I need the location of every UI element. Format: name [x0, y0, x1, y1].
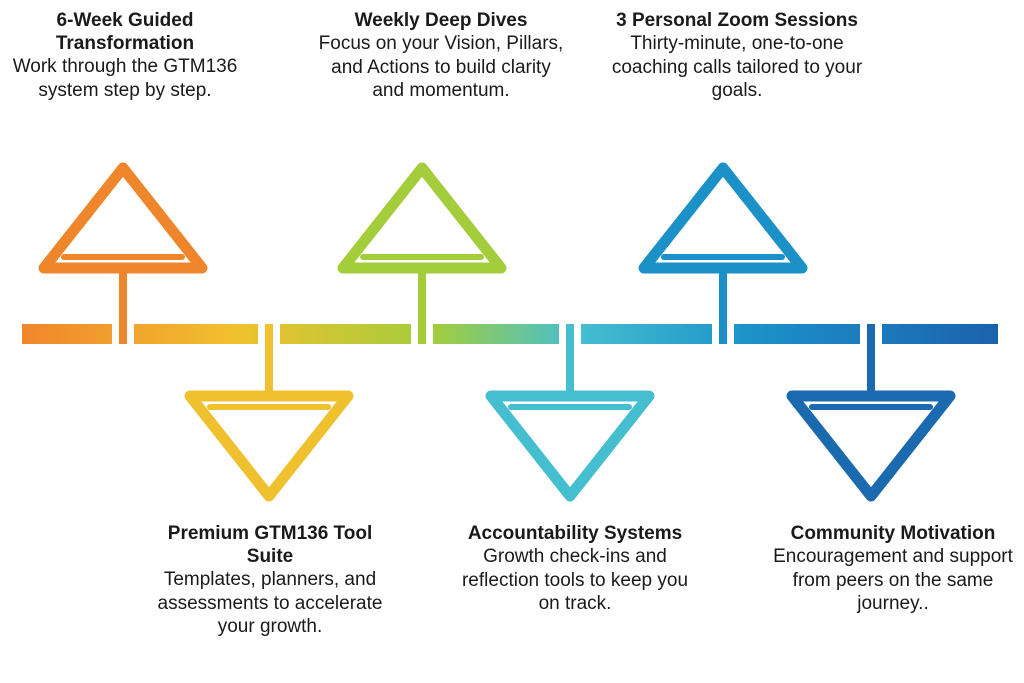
arrow-up-icon — [38, 162, 208, 346]
step-3-text: Weekly Deep Dives Focus on your Vision, … — [314, 9, 568, 103]
step-4-description: Growth check-ins and reflection tools to… — [461, 546, 689, 614]
timeline-bar — [22, 324, 998, 344]
step-1-title: 6-Week Guided Transformation — [55, 10, 195, 54]
step-2-title: Premium GTM136 Tool Suite — [167, 523, 373, 567]
step-6-text: Community Motivation Encouragement and s… — [764, 522, 1022, 616]
step-5-text: 3 Personal Zoom Sessions Thirty-minute, … — [611, 9, 863, 103]
step-3-description: Focus on your Vision, Pillars, and Actio… — [318, 33, 564, 101]
step-6-description: Encouragement and support from peers on … — [773, 546, 1013, 614]
step-1-description: Work through the GTM136 system step by s… — [12, 56, 238, 101]
arrow-up-icon — [337, 162, 507, 346]
arrow-down-icon — [485, 324, 655, 502]
step-2-description: Templates, planners, and assessments to … — [157, 569, 383, 637]
step-3-title: Weekly Deep Dives — [354, 10, 528, 31]
step-6-title: Community Motivation — [790, 523, 996, 544]
step-2-text: Premium GTM136 Tool Suite Templates, pla… — [145, 522, 395, 639]
step-5-description: Thirty-minute, one-to-one coaching calls… — [611, 33, 863, 101]
arrow-up-icon — [638, 162, 808, 346]
step-4-title: Accountability Systems — [467, 523, 683, 544]
step-1-text: 6-Week Guided Transformation Work throug… — [0, 9, 250, 102]
step-5-title: 3 Personal Zoom Sessions — [616, 10, 858, 31]
arrow-down-icon — [184, 324, 354, 502]
arrow-down-icon — [786, 324, 956, 502]
step-4-text: Accountability Systems Growth check-ins … — [450, 522, 700, 616]
